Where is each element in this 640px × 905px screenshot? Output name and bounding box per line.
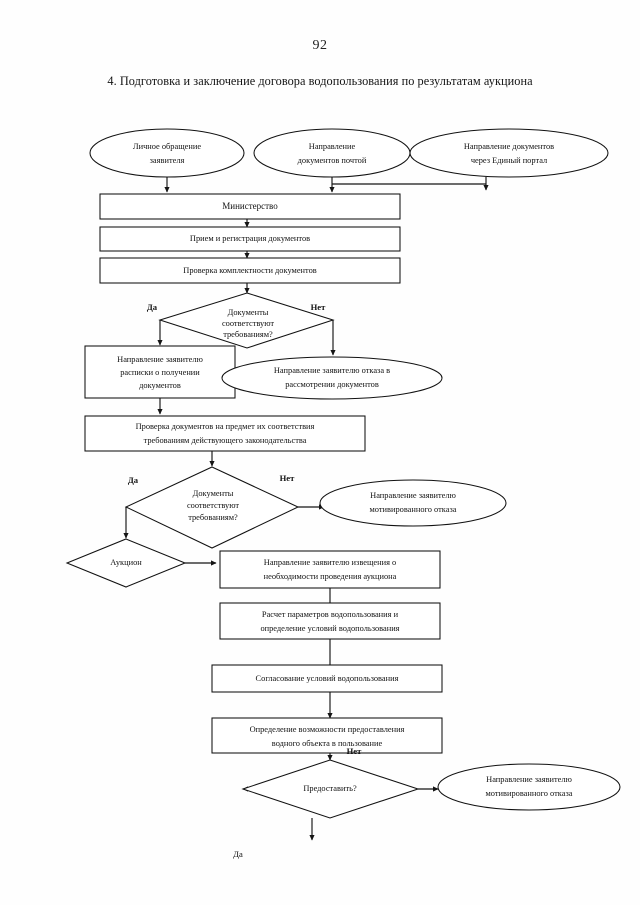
node-notice-auction[interactable]: Направление заявителю извещения о необхо… — [219, 550, 441, 589]
branch-label-no-3: Нет — [347, 746, 362, 756]
node-auction[interactable]: Аукцион — [65, 538, 187, 588]
branch-label-no-2: Нет — [280, 473, 295, 483]
node-decision-docs-1-line1: Документы — [228, 308, 269, 317]
node-decision-docs-1-line3: требованиям? — [223, 330, 273, 339]
node-start-personal[interactable]: Личное обращение заявителя — [89, 128, 245, 178]
node-start-mail-line1: Направление — [309, 142, 356, 151]
node-determine-possibility-line2: водного объекта в пользование — [272, 739, 383, 748]
node-send-receipt-line3: документов — [139, 381, 181, 390]
node-start-personal-line1: Личное обращение — [133, 142, 201, 151]
node-start-portal[interactable]: Направление документов через Единый порт… — [409, 128, 609, 178]
node-decision-docs-1[interactable]: Документы соответствуют требованиям? — [158, 292, 335, 349]
node-decision-provide[interactable]: Предоставить? — [241, 759, 420, 819]
node-decision-docs-2[interactable]: Документы соответствуют требованиям? — [124, 466, 300, 549]
node-send-receipt-line1: Направление заявителю — [117, 355, 203, 364]
node-ministry-label: Министерство — [222, 201, 278, 211]
node-approve-conditions-label: Согласование условий водопользования — [256, 674, 399, 683]
node-calc-params-line2: определение условий водопользования — [260, 624, 399, 633]
node-send-receipt-line2: расписки о получении — [120, 368, 200, 377]
node-check-completeness[interactable]: Проверка комплектности документов — [99, 257, 401, 284]
node-motivated-refusal-1-line1: Направление заявителю — [370, 491, 456, 500]
node-refusal-review-line1: Направление заявителю отказа в — [274, 366, 390, 375]
node-motivated-refusal-2-line2: мотивированного отказа — [486, 789, 573, 798]
node-check-compliance-line1: Проверка документов на предмет их соотве… — [136, 422, 315, 431]
node-decision-docs-2-line3: требованиям? — [188, 513, 238, 522]
node-decision-docs-2-line2: соответствуют — [187, 501, 239, 510]
node-motivated-refusal-1[interactable]: Направление заявителю мотивированного от… — [319, 479, 507, 527]
node-calc-params-line1: Расчет параметров водопользования и — [262, 610, 399, 619]
node-decision-provide-label: Предоставить? — [303, 784, 357, 793]
node-start-portal-line1: Направление документов — [464, 142, 554, 151]
node-check-completeness-label: Проверка комплектности документов — [183, 266, 316, 275]
branch-label-yes-3: Да — [233, 849, 243, 859]
node-refusal-review[interactable]: Направление заявителю отказа в рассмотре… — [221, 356, 443, 400]
branch-label-yes-2: Да — [128, 475, 139, 485]
node-start-mail-line2: документов почтой — [298, 156, 367, 165]
node-send-receipt[interactable]: Направление заявителю расписки о получен… — [84, 345, 236, 399]
node-decision-docs-1-line2: соответствуют — [222, 319, 274, 328]
node-check-compliance[interactable]: Проверка документов на предмет их соотве… — [84, 415, 366, 452]
node-receive-register-label: Прием и регистрация документов — [190, 234, 310, 243]
node-receive-register[interactable]: Прием и регистрация документов — [99, 226, 401, 252]
flow-edges — [123, 177, 489, 841]
node-refusal-review-line2: рассмотрении документов — [285, 380, 379, 389]
node-ministry[interactable]: Министерство — [99, 193, 401, 220]
node-start-personal-line2: заявителя — [150, 156, 185, 165]
node-notice-auction-line1: Направление заявителю извещения о — [264, 558, 396, 567]
node-start-portal-line2: через Единый портал — [471, 156, 547, 165]
page-title: 4. Подготовка и заключение договора водо… — [107, 74, 533, 88]
node-determine-possibility-line1: Определение возможности предоставления — [250, 725, 405, 734]
node-decision-docs-2-line1: Документы — [193, 489, 234, 498]
node-determine-possibility[interactable]: Определение возможности предоставления в… — [211, 717, 443, 754]
node-motivated-refusal-2[interactable]: Направление заявителю мотивированного от… — [437, 763, 621, 811]
node-approve-conditions[interactable]: Согласование условий водопользования — [211, 664, 443, 693]
page-number: 92 — [312, 38, 328, 53]
node-notice-auction-line2: необходимости проведения аукциона — [264, 572, 397, 581]
node-motivated-refusal-2-line1: Направление заявителю — [486, 775, 572, 784]
node-start-mail[interactable]: Направление документов почтой — [253, 128, 411, 178]
branch-label-no-1: Нет — [311, 302, 326, 312]
node-motivated-refusal-1-line2: мотивированного отказа — [370, 505, 457, 514]
node-calc-params[interactable]: Расчет параметров водопользования и опре… — [219, 602, 441, 640]
node-check-compliance-line2: требованиям действующего законодательств… — [144, 436, 307, 445]
branch-label-yes-1: Да — [147, 302, 158, 312]
node-auction-label: Аукцион — [110, 558, 142, 567]
